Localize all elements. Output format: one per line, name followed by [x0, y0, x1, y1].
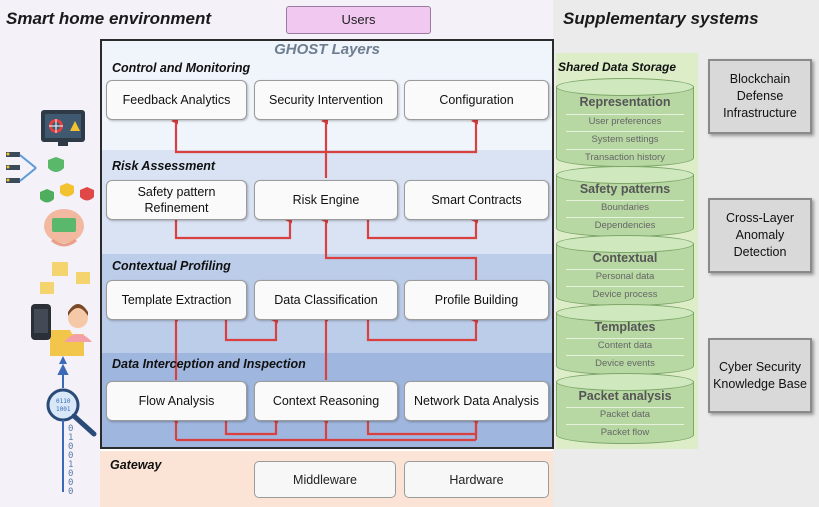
cylinder-item: Packet data: [599, 409, 651, 420]
cylinder-item: Content data: [597, 340, 653, 351]
cylinder-name: Representation: [579, 95, 671, 109]
cylinder-name: Safety patterns: [579, 182, 671, 196]
cylinder-contextual: Contextual Personal data Device process: [556, 235, 694, 307]
binary-stream: 01001000: [68, 424, 74, 497]
security-intervention-box: Security Intervention: [254, 80, 398, 120]
risk-engine-box: Risk Engine: [254, 180, 398, 220]
configuration-box: Configuration: [404, 80, 549, 120]
arrow-interception-loop-right: [366, 416, 478, 436]
data-classification-box: Data Classification: [254, 280, 398, 320]
cylinder-item: Transaction history: [585, 152, 665, 163]
arrow-profiling-to-risk: [321, 216, 478, 282]
cylinder-name: Packet analysis: [578, 389, 672, 403]
cylinder-item: Packet flow: [600, 427, 650, 438]
cylinder-packet-analysis: Packet analysis Packet data Packet flow: [556, 373, 694, 445]
cylinder-item: Device events: [595, 358, 655, 369]
safety-pattern-refinement-box: Safety pattern Refinement: [106, 180, 247, 220]
arrow-risk-loop-right: [366, 216, 478, 240]
cylinder-item: Boundaries: [600, 202, 650, 213]
middleware-box: Middleware: [254, 461, 396, 498]
magnifier-icon: 0110 1001: [46, 388, 97, 437]
cylinder-safety-patterns: Safety patterns Boundaries Dependencies: [556, 166, 694, 238]
cylinder-representation: Representation User preferences System s…: [556, 78, 694, 168]
users-box: Users: [286, 6, 431, 34]
ghost-layers-title: GHOST Layers: [274, 41, 380, 58]
network-data-analysis-box: Network Data Analysis: [404, 381, 549, 421]
cyber-security-kb-box: Cyber Security Knowledge Base: [708, 338, 812, 413]
arrow-profiling-loop-right: [366, 316, 478, 342]
hardware-box: Hardware: [404, 461, 549, 498]
supplementary-heading: Supplementary systems: [563, 9, 759, 28]
shared-storage-title: Shared Data Storage: [558, 60, 677, 74]
brain-icon: [44, 209, 84, 247]
arrow-risk-to-control: [171, 117, 328, 178]
cross-layer-anomaly-box: Cross-Layer Anomaly Detection: [708, 198, 812, 273]
arrow-profiling-loop-left: [224, 316, 278, 342]
cylinder-item: Dependencies: [594, 220, 656, 231]
svg-text:1001: 1001: [56, 406, 71, 413]
svg-text:0110: 0110: [56, 398, 71, 405]
monitor-icon: [41, 110, 85, 146]
cylinder-name: Templates: [594, 320, 656, 334]
smartphone-icon: [31, 304, 51, 340]
person-icon: [64, 304, 92, 342]
flow-analysis-box: Flow Analysis: [106, 381, 247, 421]
layer-label-profiling: Contextual Profiling: [112, 259, 231, 273]
feedback-analytics-box: Feedback Analytics: [106, 80, 247, 120]
smart-home-illustration: 0110 1001: [6, 110, 97, 492]
network-icon: [6, 152, 37, 183]
arrow-risk-to-config: [326, 117, 478, 154]
cylinder-name: Contextual: [592, 251, 658, 265]
profile-building-box: Profile Building: [404, 280, 549, 320]
arrow-interception-loop-left: [224, 416, 278, 436]
cylinder-item: System settings: [591, 134, 659, 145]
layer-label-control: Control and Monitoring: [112, 61, 251, 75]
arrow-risk-loop-left: [174, 216, 292, 240]
cylinder-templates: Templates Content data Device events: [556, 304, 694, 376]
smart-home-heading: Smart home environment: [6, 9, 211, 28]
template-extraction-box: Template Extraction: [106, 280, 247, 320]
layer-label-interception: Data Interception and Inspection: [112, 357, 306, 371]
smart-contracts-box: Smart Contracts: [404, 180, 549, 220]
blockchain-defense-box: Blockchain Defense Infrastructure: [708, 59, 812, 134]
layer-label-risk: Risk Assessment: [112, 159, 216, 173]
cylinder-item: Device process: [592, 289, 658, 300]
context-reasoning-box: Context Reasoning: [254, 381, 398, 421]
cylinder-item: User preferences: [588, 116, 662, 127]
shield-icon: [40, 157, 94, 203]
cylinder-item: Personal data: [595, 271, 655, 282]
gateway-label: Gateway: [110, 458, 162, 472]
